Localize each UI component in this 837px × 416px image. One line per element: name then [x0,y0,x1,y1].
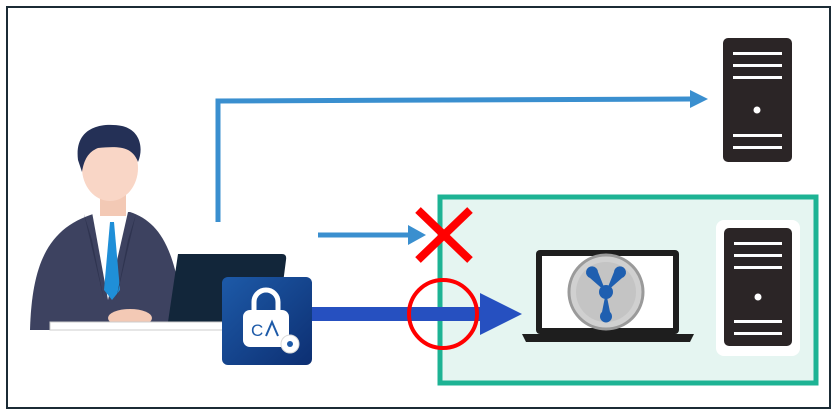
allowed-circle-icon [407,278,479,350]
laptop-icon [522,250,694,342]
ca-app-icon: C [222,277,312,365]
svg-text:C: C [251,321,263,340]
server-icon-protected [716,220,800,356]
blocked-x-icon [415,207,473,263]
secure-access-arrow [312,293,522,335]
blocked-access-arrow [318,225,426,245]
server-icon-unprotected [723,38,792,162]
direct-access-arrow [215,90,708,222]
user-person-icon [30,124,184,330]
splashtop-logo-icon [567,253,645,331]
